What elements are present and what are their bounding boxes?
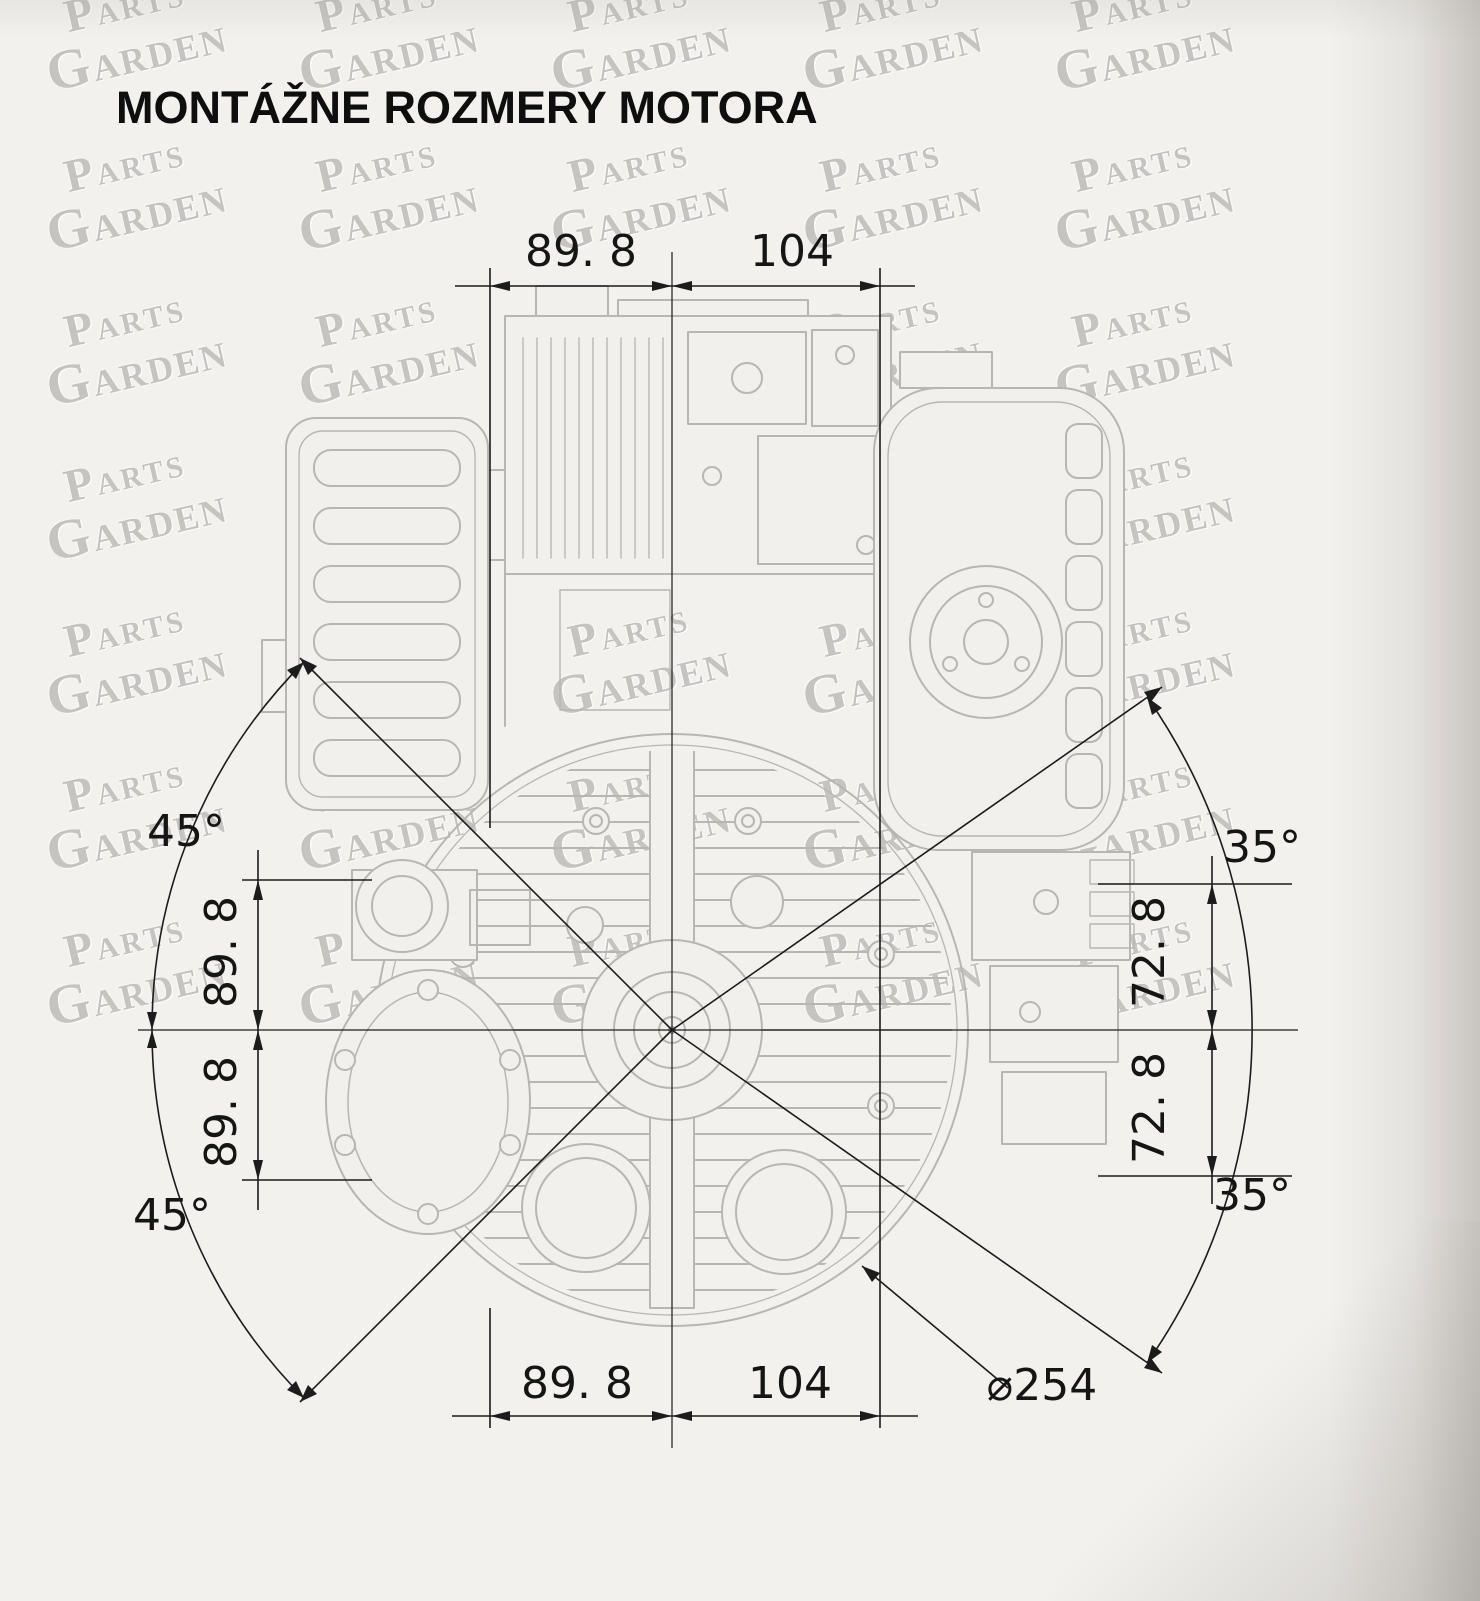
dim-bottom-right: 104 — [748, 1358, 832, 1409]
dim-right-bottom: 72. 8 — [1124, 1052, 1175, 1164]
angle-left-bottom: 45° — [133, 1190, 211, 1241]
dim-right-top: 72. 8 — [1124, 896, 1175, 1008]
angle-right-top: 35° — [1223, 822, 1301, 873]
dimension-arrowheads — [147, 281, 1217, 1421]
dim-left-bottom: 89. 8 — [196, 1056, 247, 1168]
angle-left-top: 45° — [147, 806, 225, 857]
page-title: MONTÁŽNE ROZMERY MOTORA — [116, 82, 818, 133]
dimension-labels: 89. 8 104 89. 8 104 ⌀254 89. 8 89. 8 72.… — [133, 226, 1301, 1411]
engine-line-art — [261, 285, 1135, 1327]
dim-bolt-circle-diameter: ⌀254 — [987, 1360, 1097, 1411]
dimension-lines — [138, 252, 1298, 1448]
dim-bottom-left: 89. 8 — [521, 1358, 633, 1409]
dim-left-top: 89. 8 — [196, 896, 247, 1008]
dim-top-right: 104 — [750, 226, 834, 277]
angle-right-bottom: 35° — [1213, 1170, 1291, 1221]
dim-top-left: 89. 8 — [525, 226, 637, 277]
